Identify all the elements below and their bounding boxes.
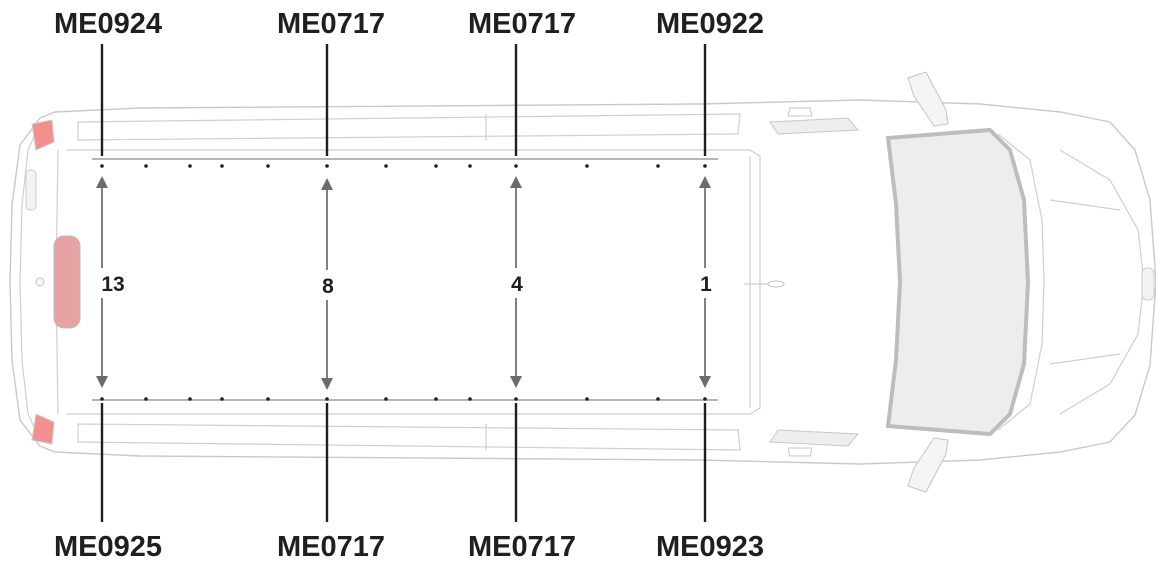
- rail-dot-bottom-6: [325, 397, 329, 401]
- rail-dots-top: [100, 164, 707, 168]
- rail-dot-top-3: [188, 164, 192, 168]
- position-4: 4: [511, 273, 523, 296]
- rear-lock: [35, 277, 45, 287]
- mirror-right: [907, 437, 949, 493]
- rail-dot-top-10: [514, 164, 518, 168]
- part-label-bottom-1: ME0925: [54, 531, 162, 563]
- rail-dot-bottom-13: [703, 397, 707, 401]
- rail-dot-top-7: [384, 164, 388, 168]
- windscreen-frame: [997, 133, 1045, 431]
- rail-dot-top-9: [468, 164, 472, 168]
- rail-dot-top-4: [220, 164, 224, 168]
- part-label-top-3: ME0717: [468, 8, 576, 40]
- roof-rail-bottom: [77, 423, 741, 451]
- arrow-down-8: [321, 378, 333, 390]
- tail-light-right: [31, 413, 55, 445]
- rail-dot-bottom-11: [585, 397, 589, 401]
- rail-dot-bottom-10: [514, 397, 518, 401]
- position-1: 1: [700, 273, 712, 296]
- rail-dot-bottom-9: [468, 397, 472, 401]
- rail-dot-top-5: [266, 164, 270, 168]
- mirror-left: [907, 71, 949, 127]
- rear-handle: [25, 169, 37, 211]
- part-label-top-2: ME0717: [277, 8, 385, 40]
- arrow-down-1: [699, 376, 711, 388]
- part-label-top-4: ME0922: [656, 8, 764, 40]
- arrow-up-1: [699, 176, 711, 188]
- roof-antenna: [767, 280, 785, 288]
- arrow-up-8: [321, 178, 333, 190]
- part-label-top-1: ME0924: [54, 8, 162, 40]
- rail-dot-bottom-12: [656, 397, 660, 401]
- rail-dot-top-2: [144, 164, 148, 168]
- rail-dots-bottom: [100, 397, 707, 401]
- rail-dot-bottom-1: [100, 397, 104, 401]
- roof-rail-top: [77, 113, 741, 141]
- callouts: [100, 44, 707, 522]
- rail-dot-bottom-5: [266, 397, 270, 401]
- rear-bumper: [19, 123, 41, 441]
- brake-light: [53, 235, 81, 329]
- part-label-bottom-2: ME0717: [277, 531, 385, 563]
- rail-dot-bottom-7: [384, 397, 388, 401]
- van-outline: [9, 99, 1156, 465]
- part-label-bottom-3: ME0717: [468, 531, 576, 563]
- arrow-up-4: [510, 176, 522, 188]
- rail-dot-top-11: [585, 164, 589, 168]
- rail-dot-bottom-8: [434, 397, 438, 401]
- position-8: 8: [322, 275, 334, 298]
- arrow-down-13: [96, 376, 108, 388]
- rail-dot-top-12: [656, 164, 660, 168]
- rail-dot-top-1: [100, 164, 104, 168]
- rail-dot-top-6: [325, 164, 329, 168]
- cargo-roof: [66, 149, 761, 415]
- rail-dot-bottom-3: [188, 397, 192, 401]
- rack-rails: [92, 158, 718, 401]
- side-window-top: [769, 117, 860, 135]
- rail-dot-bottom-2: [144, 397, 148, 401]
- rail-dot-top-8: [434, 164, 438, 168]
- van-body: [9, 71, 1156, 493]
- side-window-bottom: [769, 429, 860, 447]
- rail-dot-top-13: [703, 164, 707, 168]
- arrow-up-13: [96, 176, 108, 188]
- windscreen: [885, 127, 1031, 437]
- part-label-bottom-4: ME0923: [656, 531, 764, 563]
- front-grille: [1141, 267, 1155, 301]
- position-13: 13: [101, 273, 124, 296]
- tail-light-left: [31, 119, 55, 151]
- rail-dot-bottom-4: [220, 397, 224, 401]
- arrow-down-4: [510, 376, 522, 388]
